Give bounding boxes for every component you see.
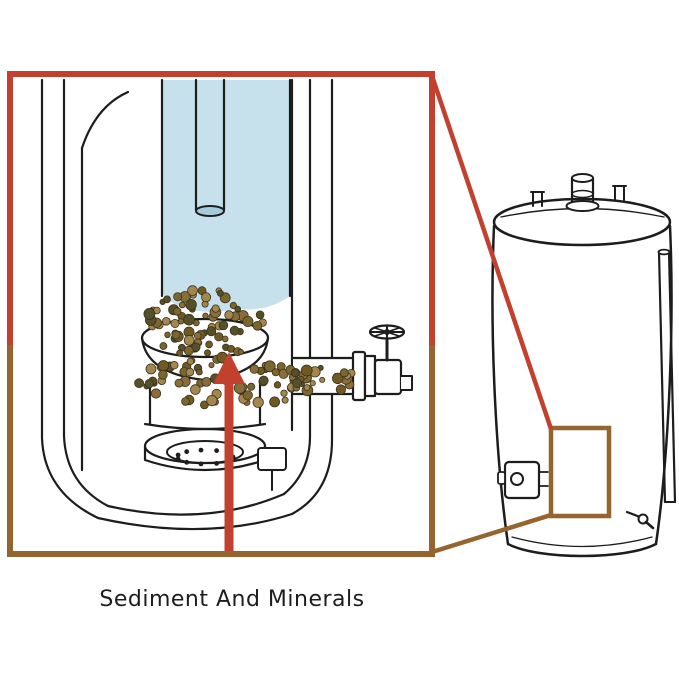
tank-interior-cutaway: [40, 78, 413, 552]
zoom-box-border-bottom: [7, 345, 435, 557]
pilot-assembly: [257, 447, 287, 471]
zoom-box-border-top: [7, 71, 435, 345]
caption-sediment-and-minerals: Sediment And Minerals: [99, 587, 364, 612]
sediment-arrow-icon: [213, 352, 245, 552]
faucet-handle-icon: [368, 324, 406, 362]
zoom-source-region: [548, 425, 612, 519]
valve-body: [373, 358, 403, 396]
valve-spout: [400, 375, 413, 391]
sediment-particles: [134, 285, 356, 410]
drain-spigot: [625, 510, 655, 530]
valve-flange: [363, 354, 377, 398]
zoom-connector-lines: [429, 75, 554, 555]
cold-inlet-fitting: [530, 191, 545, 207]
zoom-connector-bottom: [431, 512, 552, 555]
pipe-coupling: [351, 350, 367, 402]
flue-pipe: [565, 173, 600, 212]
water-fill: [162, 80, 290, 312]
water-heater-exterior: [491, 173, 677, 558]
tank-walls: [40, 78, 334, 531]
hot-outlet-fitting: [612, 185, 627, 201]
gas-control-valve: [497, 460, 549, 500]
dip-tube: [194, 78, 226, 217]
burner-assembly: [143, 427, 287, 491]
zoom-box-border: [7, 71, 435, 557]
tank-left-side: [491, 224, 510, 546]
drain-pipe-and-valve: [291, 324, 413, 402]
discharge-pipe: [657, 248, 677, 504]
zoom-connector-top: [429, 75, 554, 430]
tank-right-side: [654, 224, 673, 546]
tank-bottom: [506, 542, 658, 558]
